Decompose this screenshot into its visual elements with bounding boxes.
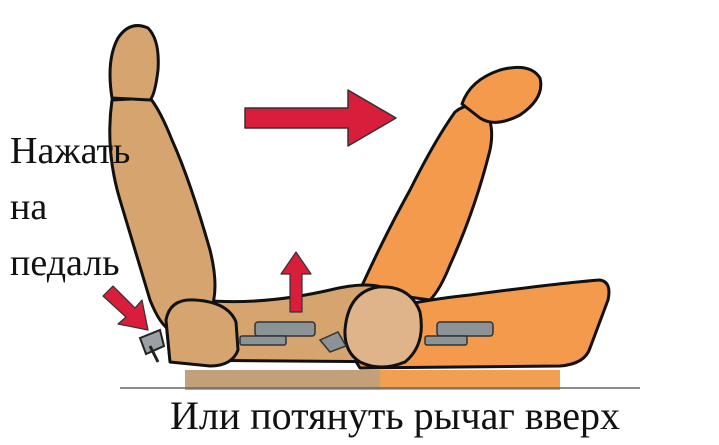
arrow-down-right-icon: [102, 285, 149, 331]
pedal-label-line-2: на: [10, 186, 48, 228]
seat-back-bolster: [164, 298, 240, 368]
floor-rail: [120, 370, 640, 390]
lever-instruction-label: Или потянуть рычаг вверх: [170, 393, 621, 438]
pedal-label-line-3: педаль: [10, 242, 120, 284]
pedal-label-line-1: Нажать: [10, 130, 131, 172]
pedal-instruction-label: Нажать на педаль: [10, 123, 130, 291]
arrow-right-icon: [244, 89, 397, 147]
seat-forward-headrest: [460, 65, 543, 124]
seat-back-lever: [239, 321, 316, 346]
floor-rail-front: [380, 370, 560, 390]
seat-forward-backrest: [358, 104, 494, 302]
floor-rail-rear: [185, 370, 385, 390]
release-lever: [318, 331, 348, 353]
seat-cushion-front-bolster: [343, 285, 423, 369]
seat-back-headrest: [108, 24, 160, 102]
arrow-up-icon: [280, 251, 312, 313]
pedal: [138, 328, 166, 363]
seat-forward-lever: [424, 321, 494, 346]
